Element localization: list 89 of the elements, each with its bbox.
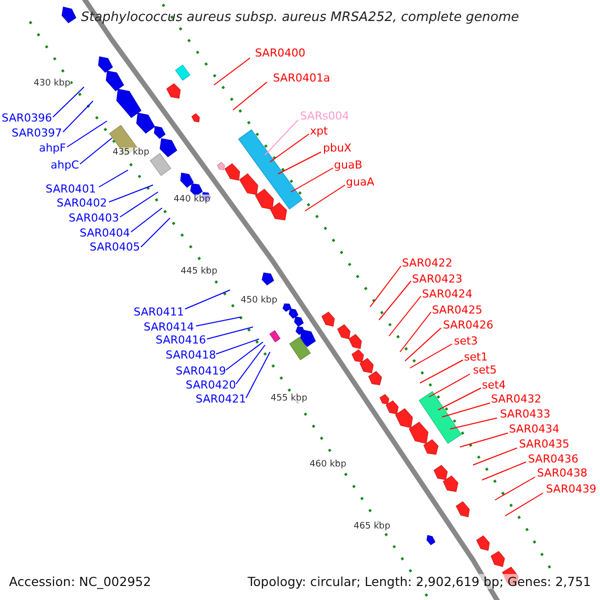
gene-label: SAR0424 (422, 288, 472, 300)
genome-summary-text: Topology: circular; Length: 2,902,619 bp; Genes: 2,751 (248, 574, 591, 589)
leader-line (270, 134, 310, 162)
leader-line (482, 462, 526, 480)
gene-label: SAR0403 (68, 212, 119, 224)
leader-line (140, 218, 170, 248)
leader-line (226, 342, 264, 370)
leader-line (494, 476, 536, 500)
gene-label: SAR0404 (80, 226, 130, 240)
leader-line (52, 86, 84, 118)
gene-label: SAR0402 (56, 196, 107, 210)
gene-label: SAR0419 (176, 364, 226, 378)
leader-line (400, 312, 432, 352)
position-tick-label: 440 kbp (174, 194, 210, 206)
gene-label: SAR0425 (432, 304, 482, 316)
leader-line (428, 374, 470, 398)
gene-label: SAR0401 (46, 182, 96, 196)
gene-label: SAR0411 (134, 306, 184, 318)
leader-line (370, 266, 402, 308)
leader-line (80, 138, 112, 164)
leader-line (278, 152, 322, 174)
position-tick-label: 435 kbp (112, 148, 150, 158)
leader-line (304, 184, 346, 212)
gene-label: SAR0405 (90, 240, 140, 254)
leader-line (420, 360, 464, 384)
gene-label: guaA (346, 176, 374, 188)
leader-line (438, 388, 482, 410)
gene-label: SAR0436 (528, 452, 578, 466)
gene-label: ahpF (38, 142, 66, 154)
leader-line (246, 352, 270, 398)
leader-line (98, 170, 128, 188)
gene-label: SAR0401a (273, 72, 330, 84)
gene-label: SAR0418 (166, 348, 216, 362)
position-tick-label: 445 kbp (180, 266, 218, 278)
leader-line (108, 184, 154, 202)
leader-line (216, 338, 260, 354)
gene-label: SAR0435 (519, 438, 570, 450)
position-tick-label: 430 kbp (34, 78, 70, 90)
gene-label: SAR0396 (2, 112, 52, 124)
leader-line (410, 344, 452, 368)
gene-label: set3 (454, 334, 478, 348)
position-tick-label: 455 kbp (270, 394, 308, 404)
map-title: Staphylococcus aureus subsp. aureus MRSA252, complete genome (80, 10, 520, 25)
gene-label: SAR0420 (186, 378, 236, 392)
position-tick-label: 465 kbp (354, 522, 390, 532)
leader-line (378, 280, 412, 320)
leader-line (184, 290, 230, 310)
gene-label: pbuX (323, 142, 352, 154)
gene-label: SAR0433 (500, 408, 550, 420)
accession-text: Accession: NC_002952 (9, 574, 152, 589)
leader-line (442, 402, 490, 418)
position-tick-label: 460 kbp (310, 460, 346, 470)
leader-line (232, 82, 268, 110)
gene-label: SAR0422 (402, 256, 452, 270)
gene-label: SAR0438 (537, 466, 588, 480)
leader-line (388, 296, 422, 336)
position-tick-label: 450 kbp (240, 296, 278, 306)
leader-line (450, 418, 498, 430)
gene-label: SAR0439 (546, 482, 596, 496)
gene-label: ahpC (50, 158, 79, 172)
gene-label: xpt (310, 124, 328, 138)
leader-line (196, 316, 242, 326)
gene-label: guaB (334, 158, 362, 172)
leader-line (290, 168, 334, 192)
leader-line (264, 120, 298, 156)
leader-line (236, 344, 266, 384)
gene-label: SAR0423 (412, 272, 462, 286)
leader-line (66, 120, 108, 148)
leader-line (472, 448, 518, 466)
leader-line (130, 208, 162, 232)
gene-label: SAR0400 (255, 46, 306, 60)
gene-label: SAR0416 (156, 334, 206, 346)
leader-line (206, 326, 254, 340)
gene-label: set5 (473, 364, 497, 376)
leader-line (460, 432, 508, 448)
leader-line (404, 328, 442, 362)
gene-label: SAR0432 (491, 392, 542, 406)
leader-line (62, 100, 94, 132)
gene-label: SAR0397 (12, 126, 62, 140)
gene-label: SAR0421 (196, 392, 246, 406)
gene-label: SAR0414 (144, 320, 194, 334)
leader-line (214, 58, 250, 86)
gene-label: set1 (464, 350, 488, 364)
gene-label: SARs004 (300, 110, 350, 122)
gene-label: set4 (482, 378, 506, 392)
gene-label: SAR0434 (509, 422, 560, 436)
gene-label: SAR0426 (443, 318, 494, 332)
leader-line (120, 192, 158, 218)
leader-line (504, 492, 544, 516)
